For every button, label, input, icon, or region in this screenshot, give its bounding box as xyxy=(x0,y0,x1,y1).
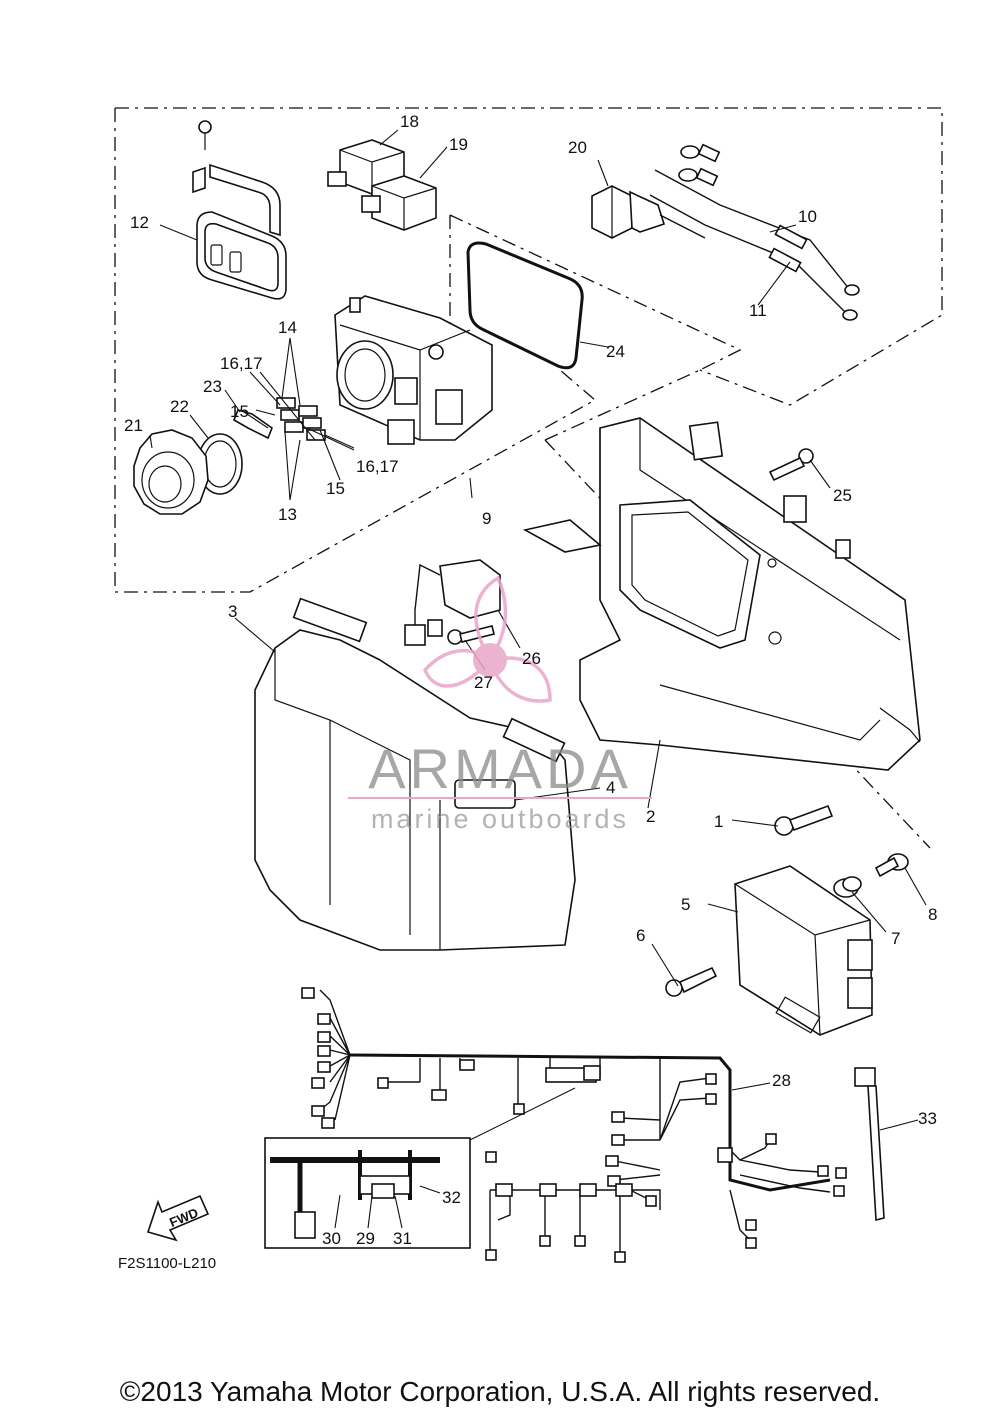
callout-12: 12 xyxy=(130,213,149,232)
callout-27: 27 xyxy=(474,673,493,692)
group-boundary-outer xyxy=(114,107,943,593)
watermark-tagline: marine outboards xyxy=(371,804,629,834)
callout-14: 14 xyxy=(278,318,297,337)
callout-20: 20 xyxy=(568,138,587,157)
part-33-cable-tie xyxy=(854,1067,885,1222)
part-9-throttle-body xyxy=(334,295,493,445)
callout-15-left: 15 xyxy=(230,402,249,421)
callout-16-17-top: 16,17 xyxy=(220,354,263,373)
callout-3: 3 xyxy=(228,602,237,621)
leader-lines xyxy=(149,129,927,1229)
part-2-electrical-box xyxy=(522,417,921,771)
callout-labels: 1 2 3 4 5 6 7 8 9 10 11 12 13 13 14 15 1… xyxy=(124,112,937,1248)
part-1-bolt xyxy=(774,804,834,836)
callout-11: 11 xyxy=(749,301,767,320)
part-23-clip xyxy=(232,409,273,440)
callout-7: 7 xyxy=(891,929,900,948)
callout-18: 18 xyxy=(400,112,419,131)
part-3-cover xyxy=(254,597,576,951)
callout-8: 8 xyxy=(928,905,937,924)
part-8-collar xyxy=(874,853,909,878)
propeller-logo-icon xyxy=(422,575,552,703)
callout-23: 23 xyxy=(203,377,222,396)
part-7-grommet xyxy=(833,876,862,898)
callout-28: 28 xyxy=(772,1071,791,1090)
part-21-cap xyxy=(133,429,209,515)
part-25-screw xyxy=(768,448,814,482)
callout-26: 26 xyxy=(522,649,541,668)
part-20-sensor xyxy=(591,185,665,239)
part-6-bolt xyxy=(665,966,718,997)
callout-19: 19 xyxy=(449,135,468,154)
copyright-notice: ©2013 Yamaha Motor Corporation, U.S.A. A… xyxy=(119,1376,881,1407)
inset-detail xyxy=(264,1137,471,1249)
callout-5: 5 xyxy=(681,895,690,914)
callout-25: 25 xyxy=(833,486,852,505)
part-5-ecu xyxy=(734,865,873,1036)
group-boundary-throttle xyxy=(449,214,742,371)
fwd-arrow: FWD xyxy=(146,1194,210,1242)
callout-16-17-bottom: 16,17 xyxy=(356,457,399,476)
callout-32: 32 xyxy=(442,1188,461,1207)
parts-13-17-seals xyxy=(276,397,326,441)
part-10-11-cables xyxy=(649,143,860,321)
callout-13-right: 13 xyxy=(278,505,297,524)
part-19-relay xyxy=(361,175,437,231)
part-26-sensor xyxy=(404,559,501,646)
part-24-gasket xyxy=(466,241,584,370)
callout-2: 2 xyxy=(646,807,655,826)
part-27-bolt xyxy=(447,625,495,645)
callout-15-right: 15 xyxy=(326,479,345,498)
callout-21: 21 xyxy=(124,416,143,435)
callout-1: 1 xyxy=(714,812,723,831)
callout-10: 10 xyxy=(798,207,817,226)
callout-9: 9 xyxy=(482,509,491,528)
callout-31: 31 xyxy=(393,1229,412,1248)
callout-22: 22 xyxy=(170,397,189,416)
callout-24: 24 xyxy=(606,342,625,361)
part-12-cover xyxy=(192,120,287,300)
callout-6: 6 xyxy=(636,926,645,945)
callout-33: 33 xyxy=(918,1109,937,1128)
watermark: ARMADA marine outboards xyxy=(348,575,652,834)
callout-29: 29 xyxy=(356,1229,375,1248)
figure-code: F2S1100-L210 xyxy=(118,1255,216,1272)
callout-4: 4 xyxy=(606,778,615,797)
part-28-wire-harness xyxy=(301,987,847,1263)
watermark-brand: ARMADA xyxy=(368,737,632,800)
callout-30: 30 xyxy=(322,1229,341,1248)
